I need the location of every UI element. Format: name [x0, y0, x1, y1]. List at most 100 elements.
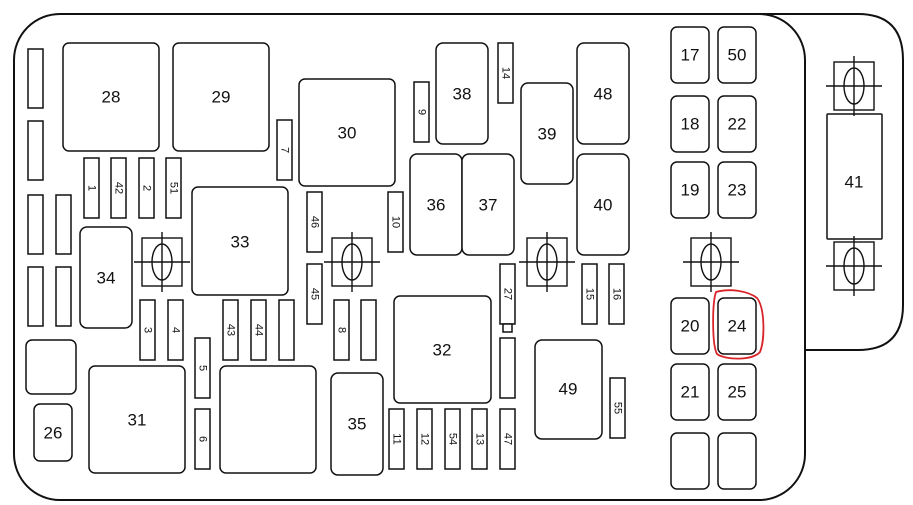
relay-37-label: 37: [479, 196, 498, 215]
relay-38-label: 38: [453, 85, 472, 104]
relay-31-label: 31: [128, 411, 147, 430]
relay-36-label: 36: [427, 196, 446, 215]
fuse-17: [670, 26, 710, 84]
mini-fuse-47: [499, 408, 516, 470]
mini-fuse-42: [110, 157, 127, 219]
fuse-20: [670, 297, 710, 355]
fuse-21: [670, 363, 710, 421]
fuse-17-label: 17: [681, 46, 700, 65]
mount-mark-2: [324, 232, 380, 292]
relay-31: [88, 365, 186, 474]
fuse-24-label: 24: [728, 317, 747, 336]
mini-fuse-6: [194, 408, 211, 470]
slot-left-1: [27, 48, 44, 109]
relay-48-label: 48: [594, 85, 613, 104]
mini-fuse-43: [222, 299, 239, 361]
mini-fuse-14-label: 14: [500, 67, 512, 79]
mini-fuse-42-label: 42: [113, 182, 125, 194]
relay-35-label: 35: [348, 415, 367, 434]
mini-fuse-27-label: 27: [502, 288, 514, 300]
relay-35: [330, 372, 384, 476]
mini-fuse-47-label: 47: [502, 433, 514, 445]
relay-34: [79, 226, 133, 329]
fuse-20-label: 20: [681, 317, 700, 336]
mini-fuse-6-label: 6: [197, 436, 209, 442]
fuse-19: [670, 161, 710, 219]
mini-fuse-45-label: 45: [309, 288, 321, 300]
fuse-50-label: 50: [728, 46, 747, 65]
relay-40: [576, 153, 630, 256]
mini-fuse-45: [306, 263, 323, 325]
slot-left-3: [27, 194, 44, 255]
mini-fuse-1: [83, 157, 100, 219]
fuse-23: [717, 161, 757, 219]
relay-29-label: 29: [212, 88, 231, 107]
relay-28-label: 28: [102, 88, 121, 107]
fuse-slot-empty-right: [717, 432, 757, 490]
mini-fuse-5-label: 5: [197, 365, 209, 371]
mini-fuse-51-label: 51: [168, 182, 180, 194]
mini-fuse-12: [416, 408, 433, 470]
mini-fuse-43-label: 43: [225, 324, 237, 336]
mini-fuse-8: [333, 299, 350, 361]
relay-29: [172, 42, 270, 152]
relay-40-label: 40: [594, 196, 613, 215]
mini-fuse-46-label: 46: [309, 216, 321, 228]
mount-mark-41-bottom: [826, 236, 882, 296]
mini-fuse-7-label: 7: [279, 147, 291, 153]
relay-48: [576, 42, 630, 145]
mini-fuse-3-label: 3: [142, 327, 154, 333]
slot-left-2: [27, 120, 44, 181]
relay-28: [62, 42, 160, 152]
relay-32: [393, 295, 492, 404]
mini-fuse-55-label: 55: [612, 402, 624, 414]
mini-fuse-9: [413, 81, 430, 143]
slot-left-4: [55, 194, 72, 255]
highlight-circle-24: [712, 289, 765, 360]
mini-fuse-2-label: 2: [141, 185, 153, 191]
fuse-50: [717, 26, 757, 84]
block-26: [33, 403, 73, 462]
slot-left-6: [55, 266, 72, 327]
mini-fuse-15: [581, 263, 598, 325]
mini-fuse-12-label: 12: [419, 433, 431, 445]
mini-fuse-13: [471, 408, 488, 470]
fuse-21-label: 21: [681, 383, 700, 402]
mount-mark-41-top: [826, 56, 882, 116]
mini-fuse-44: [250, 299, 267, 361]
relay-49: [534, 339, 603, 440]
mini-fuse-46: [306, 191, 323, 253]
small-fuses: 1 42 2 51 3 4 5 6 7 43 44 46 45 8 9 10: [83, 42, 626, 470]
mini-fuse-8-label: 8: [336, 327, 348, 333]
mount-mark-3: [519, 232, 575, 292]
fuse-22-label: 22: [728, 115, 747, 134]
mini-fuse-11-label: 11: [391, 433, 403, 444]
mini-fuse-55: [609, 377, 626, 439]
relay-37: [461, 153, 515, 256]
mini-fuse-4-label: 4: [170, 327, 182, 333]
mini-fuse-10-label: 10: [390, 216, 402, 228]
fuse-18: [670, 95, 710, 153]
mini-fuse-2: [138, 157, 155, 219]
relay-34-label: 34: [97, 269, 116, 288]
mini-fuse-44-label: 44: [253, 324, 265, 336]
mini-fuse-7: [276, 119, 293, 181]
relay-49-label: 49: [559, 380, 578, 399]
relay-32-label: 32: [433, 341, 452, 360]
block-unlabeled: [25, 339, 77, 395]
fuse-25-label: 25: [728, 383, 747, 402]
mount-mark-1: [134, 232, 190, 292]
mini-fuse-14: [497, 42, 514, 104]
relay-33: [191, 186, 289, 296]
mini-fuse-3: [139, 299, 156, 361]
relay-30-label: 30: [338, 124, 357, 143]
mini-fuse-15-label: 15: [584, 288, 596, 300]
mini-fuse-4: [167, 299, 184, 361]
mini-fuse-51: [165, 157, 182, 219]
mini-fuse-54: [444, 408, 461, 470]
relay-unlabeled: [219, 365, 317, 474]
fuse-19-label: 19: [681, 181, 700, 200]
fuse-22: [717, 95, 757, 153]
